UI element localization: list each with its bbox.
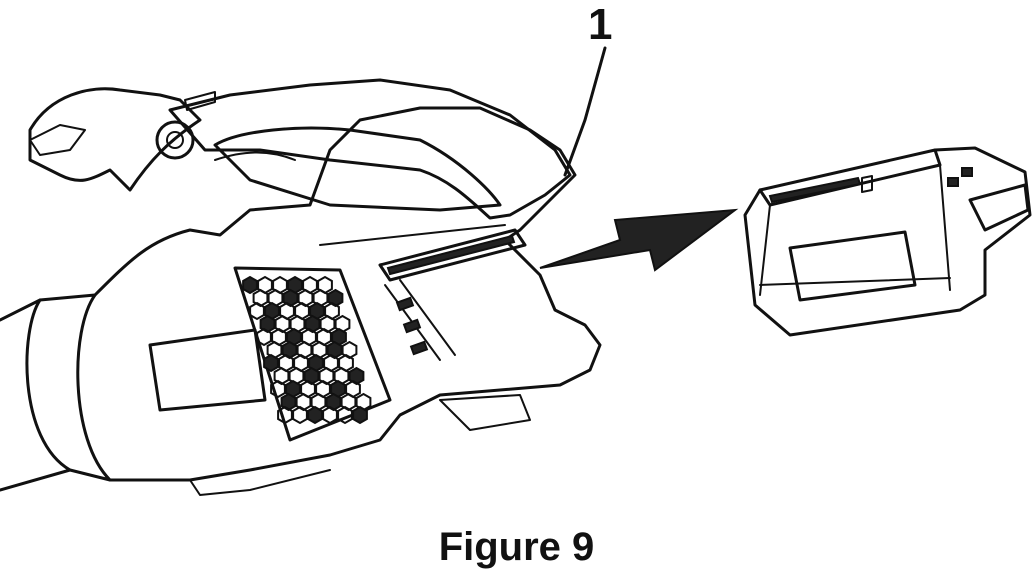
battery-clip <box>861 175 873 193</box>
port-contact <box>409 340 429 356</box>
blower-housing <box>93 106 602 482</box>
rear-handle-hole <box>29 124 86 156</box>
grill-hex-cell <box>256 327 272 347</box>
battery-latch <box>968 183 1030 232</box>
grill-hex-cell <box>270 379 286 399</box>
battery-indicator <box>961 167 973 177</box>
blower-rear-handle <box>28 87 202 192</box>
bottom-edge <box>189 469 331 496</box>
grill-hex-cell <box>242 275 258 295</box>
grill-hex-cell <box>307 405 323 425</box>
port-contact <box>402 318 422 334</box>
figure-caption: Figure 9 <box>438 525 595 569</box>
grill-hex-cell <box>263 353 279 373</box>
grill-hex-cell <box>337 405 353 425</box>
handle-grip-opening <box>213 126 502 212</box>
callout-leader <box>563 46 607 177</box>
grill-hex-cell <box>352 405 368 425</box>
grill-hex-cell <box>249 301 265 321</box>
battery-outline <box>743 146 1032 337</box>
battery-rail <box>768 176 862 204</box>
intake-frame <box>233 266 392 442</box>
blower-collar <box>25 293 112 482</box>
battery-lower-band <box>759 277 951 286</box>
blower-icon <box>0 78 602 496</box>
blower-top-handle <box>168 78 572 220</box>
side-panel <box>148 328 267 412</box>
lock-knob-icon <box>155 120 195 160</box>
battery-port-rail <box>378 228 527 282</box>
grill-hex-cell <box>322 405 338 425</box>
handle-grip-detail <box>214 151 296 161</box>
battery-vertical-edges <box>759 164 951 296</box>
speed-switch <box>184 91 216 111</box>
port-contact <box>395 296 415 312</box>
battery-icon <box>743 146 1032 337</box>
battery-label-panel <box>788 230 917 302</box>
grill-hex-cell <box>292 405 308 425</box>
lock-knob-center <box>166 131 184 149</box>
removal-arrow-icon <box>539 208 739 272</box>
blower-tube <box>0 298 72 492</box>
callout-number: 1 <box>588 0 613 49</box>
intake-grill <box>242 275 372 425</box>
bottom-skid <box>439 394 531 431</box>
battery-indicator <box>947 177 959 187</box>
grill-hex-cell <box>277 405 293 425</box>
battery-port-slot <box>386 234 516 276</box>
handle-ledge <box>319 224 506 246</box>
